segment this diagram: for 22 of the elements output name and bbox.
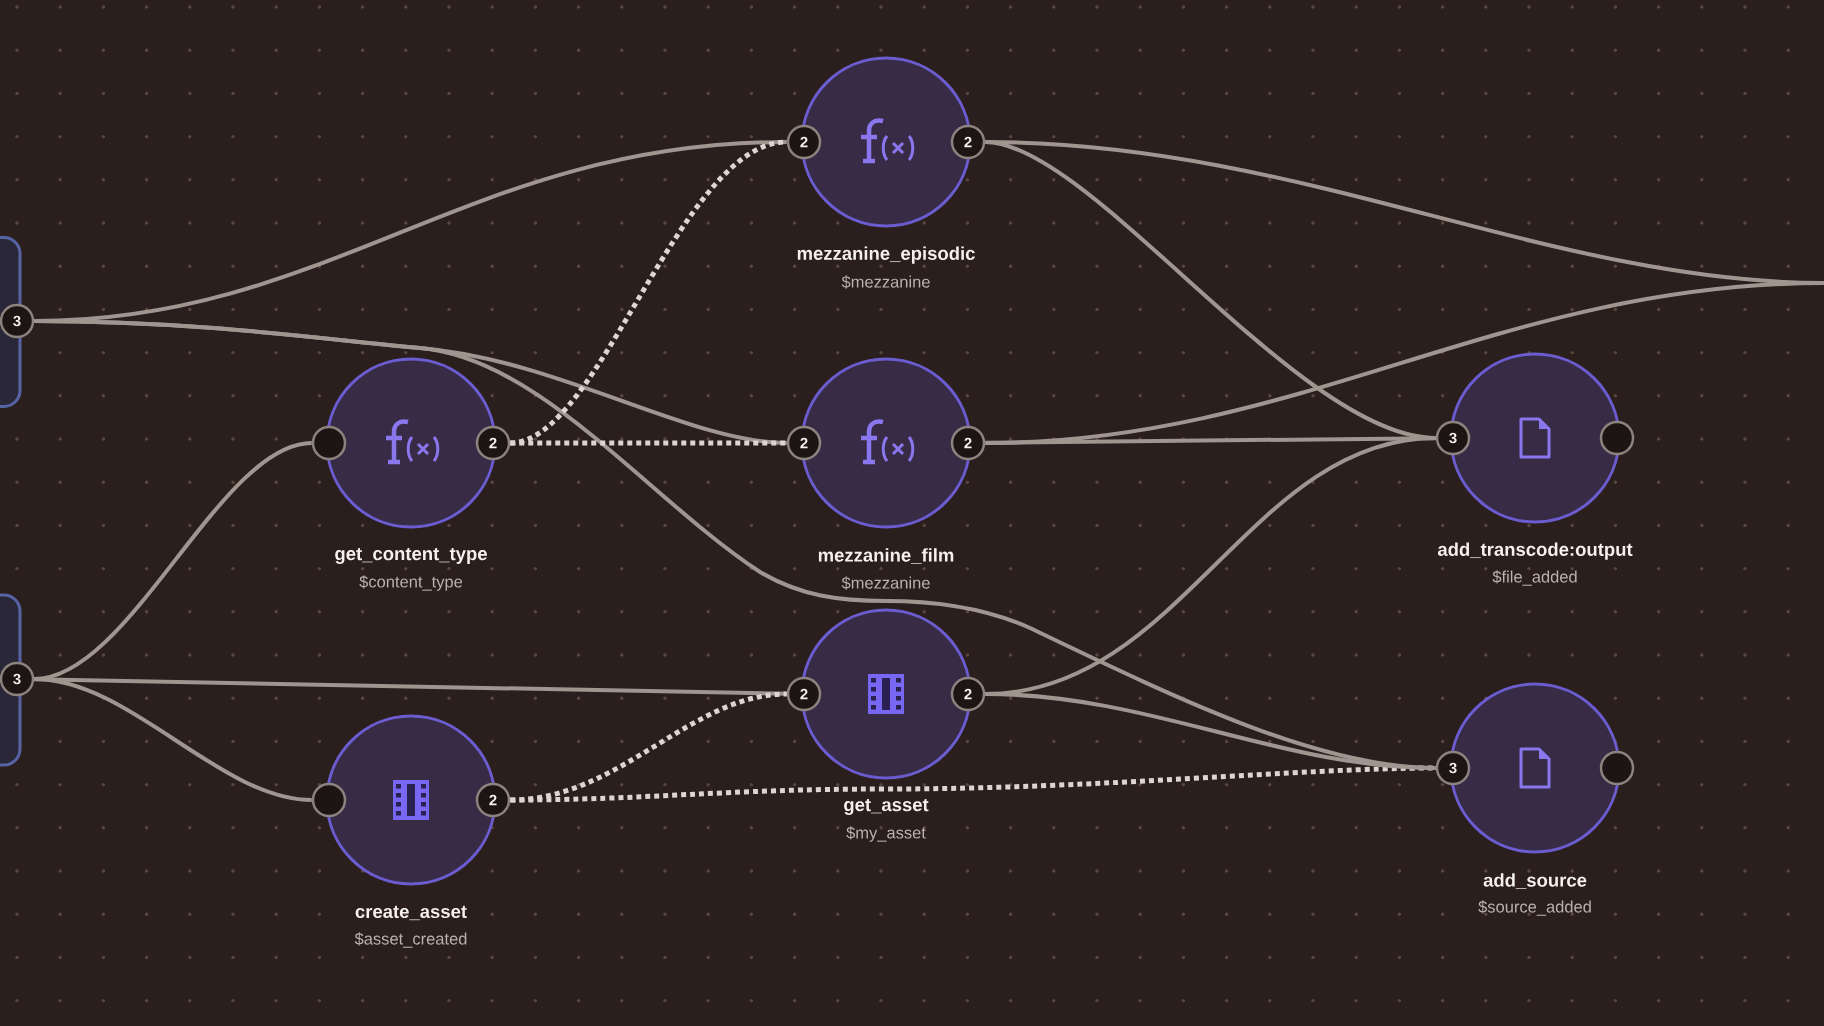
variable-name: $source_added (1478, 900, 1591, 916)
variable-name: $content_type (359, 575, 463, 591)
node-title: get_content_type (335, 548, 487, 564)
node-title: get_asset (844, 799, 929, 815)
port-circle (311, 425, 347, 461)
variable-name: $my_asset (846, 826, 926, 842)
node-title: add_source (1483, 873, 1587, 889)
connector (34, 677, 312, 802)
variable-name: $mezzanine (841, 275, 930, 289)
dotted-connector (510, 765, 1436, 803)
node-title: mezzanine_episodic (797, 246, 975, 264)
port-circle (1599, 420, 1635, 456)
variable-name: $asset_created (354, 932, 467, 948)
port-circle (311, 782, 347, 818)
variable-name: $file_added (1492, 570, 1577, 586)
dotted-connector (510, 440, 787, 446)
connector (985, 692, 1436, 770)
variable-name: $mezzanine (841, 576, 930, 590)
node-title: create_asset (355, 905, 467, 921)
node-title: add_transcode:output (1437, 542, 1633, 560)
node-title: mezzanine_film (818, 548, 954, 564)
port-circle (1599, 750, 1635, 786)
